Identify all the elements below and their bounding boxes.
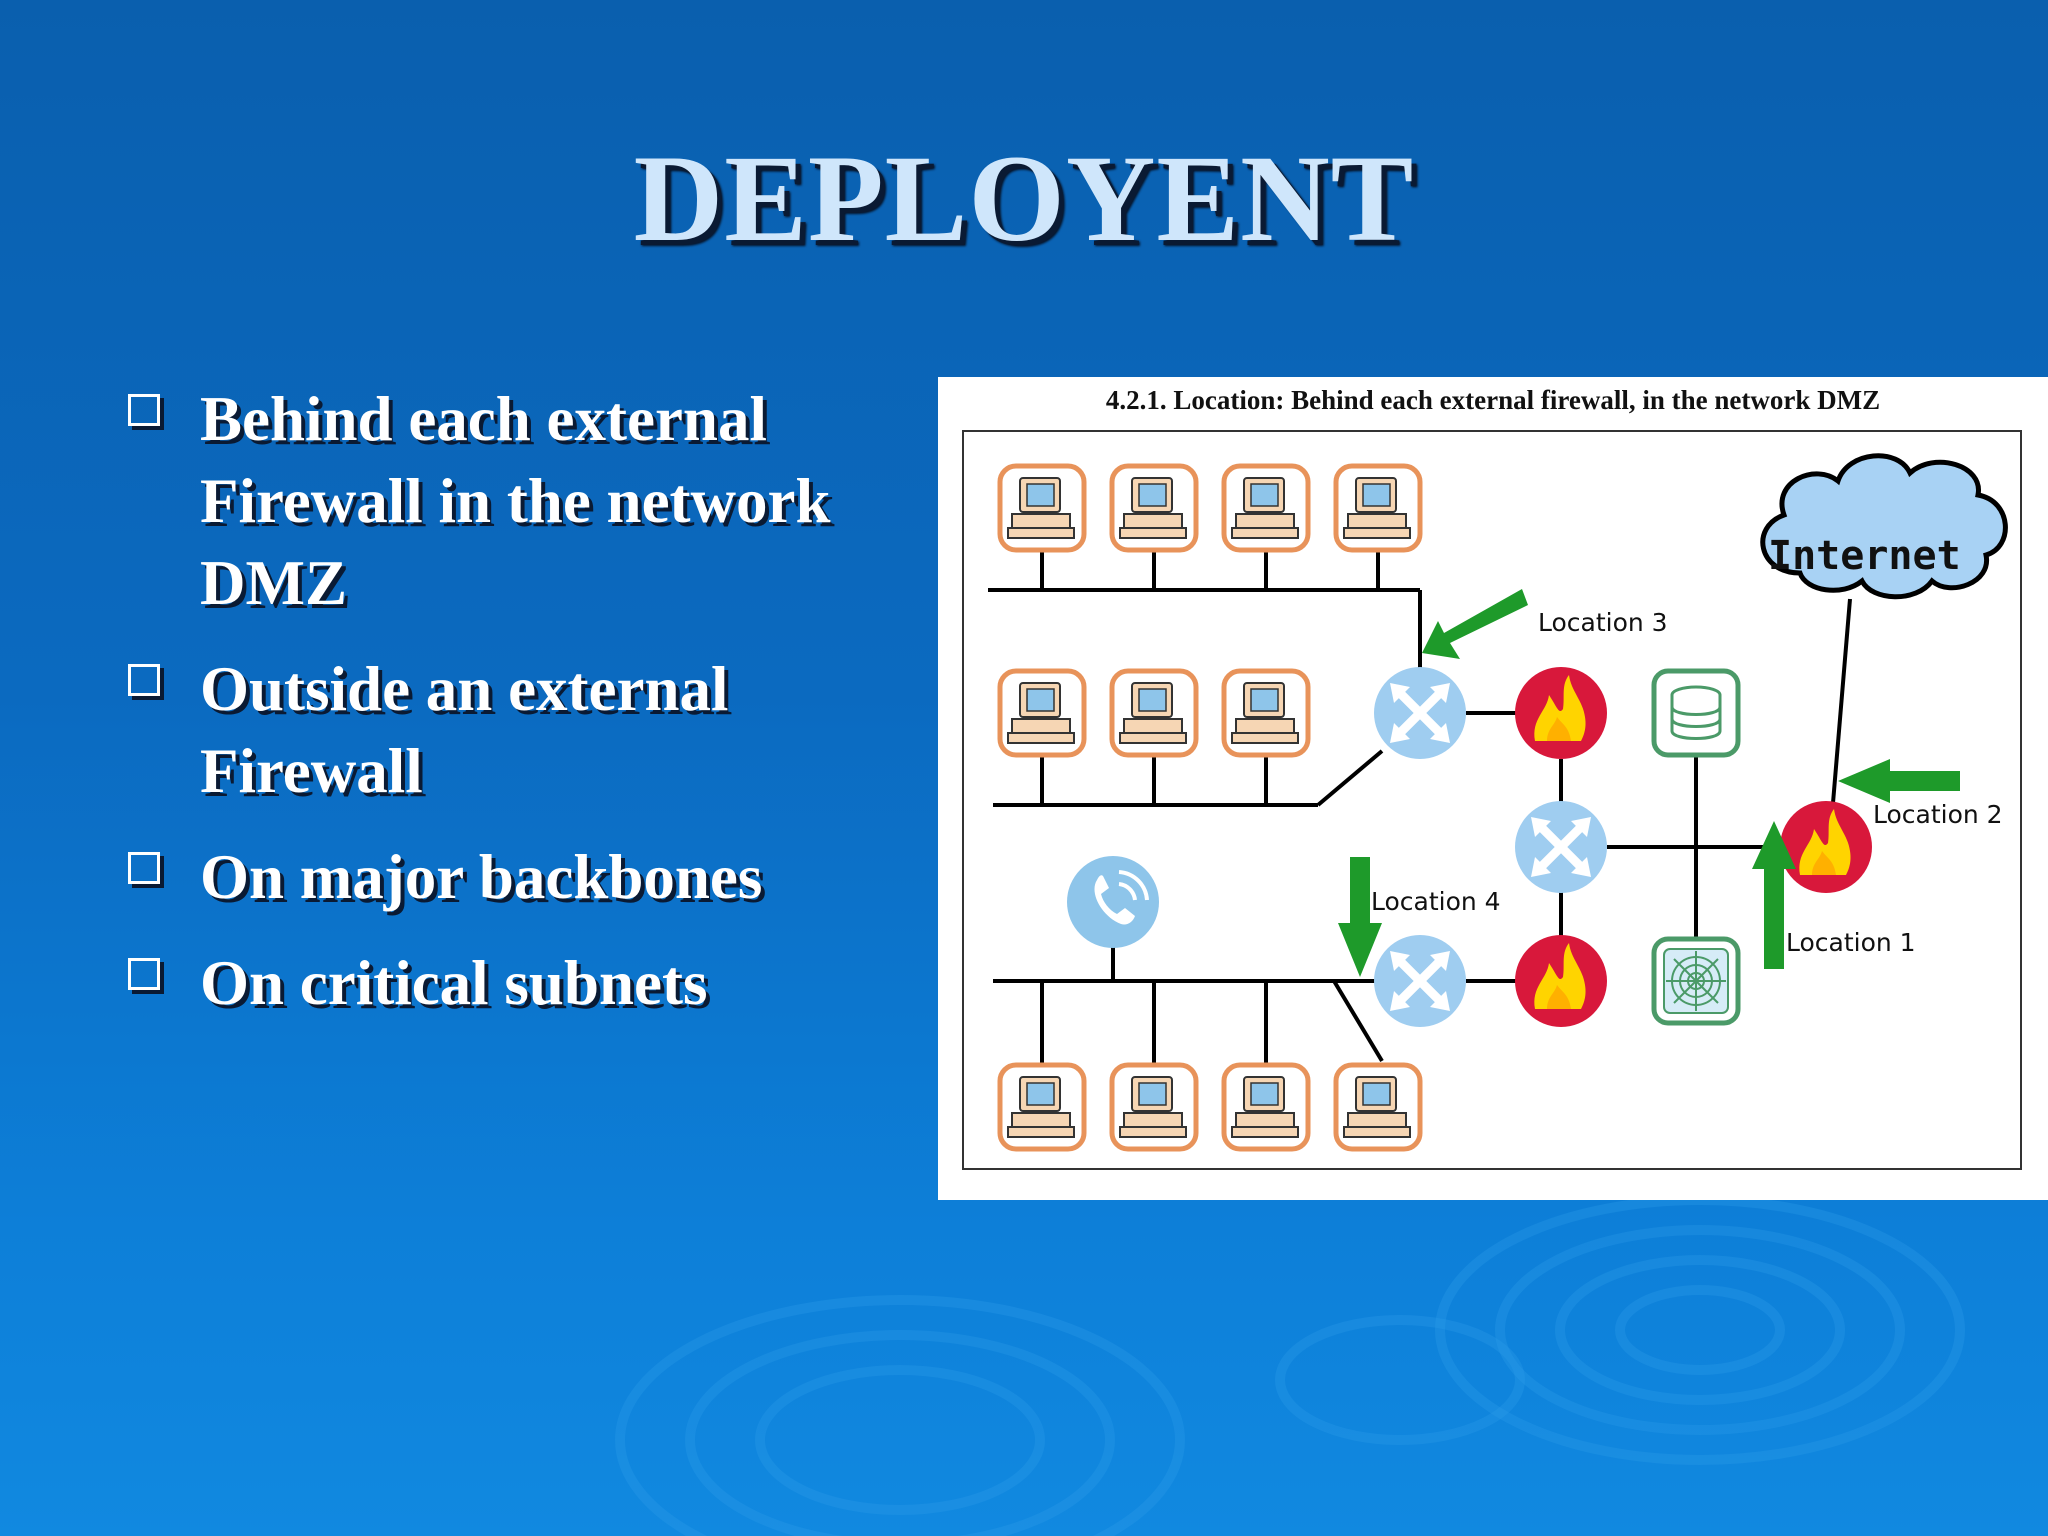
location-label: Location 1 [1786, 928, 1916, 957]
figure-caption: 4.2.1. Location: Behind each external fi… [1105, 385, 1881, 415]
location-1-arrow-icon [1752, 821, 1796, 969]
bullet-line: DMZ [200, 548, 347, 618]
router-icon [1374, 935, 1466, 1027]
network-diagram-figure: 4.2.1. Location: Behind each external fi… [938, 377, 2048, 1200]
web-server-icon [1651, 936, 1741, 1026]
database-server-icon [1651, 668, 1741, 758]
workstation-icon [1224, 466, 1308, 550]
bullet-item: On major backbones [124, 836, 924, 918]
bullet-item: Outside an external Firewall [124, 648, 924, 812]
location-label: Location 4 [1371, 887, 1501, 916]
checkbox-bullet-icon [128, 958, 160, 990]
workstation-icon [1336, 1065, 1420, 1149]
workstation-icon [1112, 466, 1196, 550]
phone-icon [1067, 856, 1159, 948]
workstation-icon [1336, 466, 1420, 550]
bullet-item: Behind each external Firewall in the net… [124, 378, 924, 624]
location-label: Location 3 [1538, 608, 1668, 637]
firewall-icon [1515, 667, 1607, 759]
bullet-line: Firewall [200, 736, 423, 806]
checkbox-bullet-icon [128, 852, 160, 884]
location-4-arrow-icon [1338, 857, 1382, 977]
workstation-icon [1112, 671, 1196, 755]
router-icon [1515, 801, 1607, 893]
checkbox-bullet-icon [128, 664, 160, 696]
bullet-item: On critical subnets [124, 942, 924, 1024]
internet-cloud-icon [1760, 453, 2008, 600]
workstation-icon [1000, 1065, 1084, 1149]
bullet-line: On critical subnets [200, 948, 708, 1018]
bullet-line: Behind each external [200, 384, 767, 454]
workstation-icon [1000, 671, 1084, 755]
bullet-line: Outside an external [200, 654, 729, 724]
location-label: Location 2 [1873, 800, 2003, 829]
workstation-icon [1000, 466, 1084, 550]
workstation-icon [1224, 1065, 1308, 1149]
internet-label: Internet [1768, 533, 1961, 579]
firewall-icon [1515, 935, 1607, 1027]
location-3-arrow-icon [1422, 589, 1528, 659]
bullet-list: Behind each external Firewall in the net… [124, 378, 924, 1048]
router-icon [1374, 667, 1466, 759]
arrow-group [1338, 589, 1960, 977]
workstation-icon [1112, 1065, 1196, 1149]
checkbox-bullet-icon [128, 394, 160, 426]
diagram-frame [962, 430, 2022, 1170]
network-diagram: Internet Location 2 Location 3 Location … [962, 430, 2022, 1170]
location-2-arrow-icon [1838, 759, 1960, 803]
firewall-icon [1780, 801, 1872, 893]
workstation-icon [1224, 671, 1308, 755]
bullet-line: Firewall in the network [200, 466, 831, 536]
slide-title: DEPLOYENT [633, 130, 1415, 267]
bullet-line: On major backbones [200, 842, 763, 912]
